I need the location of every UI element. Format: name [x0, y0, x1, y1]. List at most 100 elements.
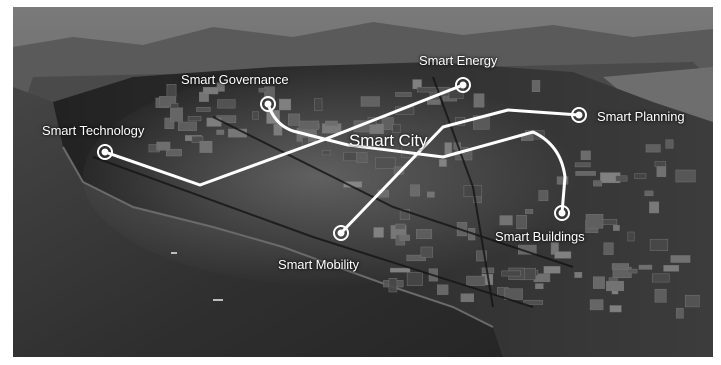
building [615, 175, 628, 182]
building [177, 121, 197, 131]
building [649, 238, 669, 251]
building [202, 87, 219, 95]
building [460, 293, 474, 303]
building [684, 294, 700, 308]
building [574, 162, 591, 168]
building [663, 265, 680, 272]
building [416, 229, 433, 239]
building [538, 190, 549, 202]
building [603, 242, 614, 255]
building [574, 272, 583, 278]
building [444, 142, 452, 155]
building [279, 98, 292, 111]
network-nodes [97, 77, 587, 241]
building [165, 148, 182, 157]
building [516, 215, 527, 230]
node-technology [97, 144, 113, 160]
line-technology-energy [103, 83, 465, 187]
building [665, 139, 674, 149]
building [406, 272, 423, 286]
building [187, 116, 202, 122]
center-label: Smart City [349, 131, 428, 150]
building [670, 255, 691, 263]
building [392, 124, 401, 133]
building [585, 214, 604, 229]
building [575, 171, 596, 176]
building [676, 307, 684, 319]
boats [171, 252, 223, 301]
building [554, 251, 572, 259]
node-buildings [554, 205, 570, 221]
building [499, 215, 513, 226]
building [439, 159, 447, 167]
building [217, 99, 236, 109]
label-smart-planning: Smart Planning [597, 109, 685, 124]
building [390, 267, 411, 273]
building [638, 264, 653, 270]
label-smart-buildings: Smart Buildings [495, 229, 585, 244]
building [437, 284, 449, 295]
building [626, 268, 638, 274]
label-smart-energy: Smart Energy [419, 53, 498, 68]
building [503, 288, 523, 300]
node-planning [571, 107, 587, 123]
building [531, 80, 541, 92]
line-governance-buildings [266, 102, 567, 215]
building [649, 201, 660, 214]
shoreline [62, 146, 494, 328]
building [395, 92, 412, 97]
building [606, 280, 624, 292]
building [592, 276, 605, 289]
building [645, 144, 661, 153]
node-mobility [333, 225, 349, 241]
building [170, 107, 183, 122]
building [426, 191, 435, 198]
building [654, 288, 667, 303]
building [356, 152, 368, 164]
building [410, 184, 420, 197]
building [466, 275, 486, 286]
building [399, 209, 410, 220]
building [593, 180, 602, 187]
building [166, 84, 177, 97]
building [264, 86, 275, 99]
building [611, 263, 629, 270]
network-lines [103, 83, 581, 235]
building [164, 117, 175, 129]
building [476, 250, 487, 262]
building [556, 176, 569, 185]
building [375, 157, 396, 169]
building [258, 87, 268, 93]
building [170, 103, 179, 109]
water-area [13, 87, 503, 357]
building [314, 98, 323, 111]
building [252, 111, 259, 120]
building [417, 86, 437, 93]
building [420, 246, 434, 258]
building [627, 231, 635, 242]
building [199, 140, 213, 153]
building [609, 305, 622, 313]
building [427, 99, 441, 105]
label-smart-technology: Smart Technology [42, 123, 145, 138]
building [381, 117, 394, 131]
building [395, 223, 406, 230]
building [216, 129, 225, 135]
building [273, 123, 283, 136]
building [613, 225, 620, 231]
building [298, 120, 320, 130]
building [543, 266, 561, 274]
line-mobility-planning [339, 108, 581, 235]
building [360, 96, 380, 107]
building [580, 150, 591, 160]
building [524, 209, 534, 214]
building [589, 299, 604, 311]
building [191, 136, 204, 143]
building [216, 82, 225, 92]
road-network [92, 76, 574, 308]
building [602, 219, 618, 225]
building [501, 270, 521, 277]
label-smart-mobility: Smart Mobility [278, 257, 359, 272]
building [322, 150, 332, 156]
building [325, 120, 338, 127]
